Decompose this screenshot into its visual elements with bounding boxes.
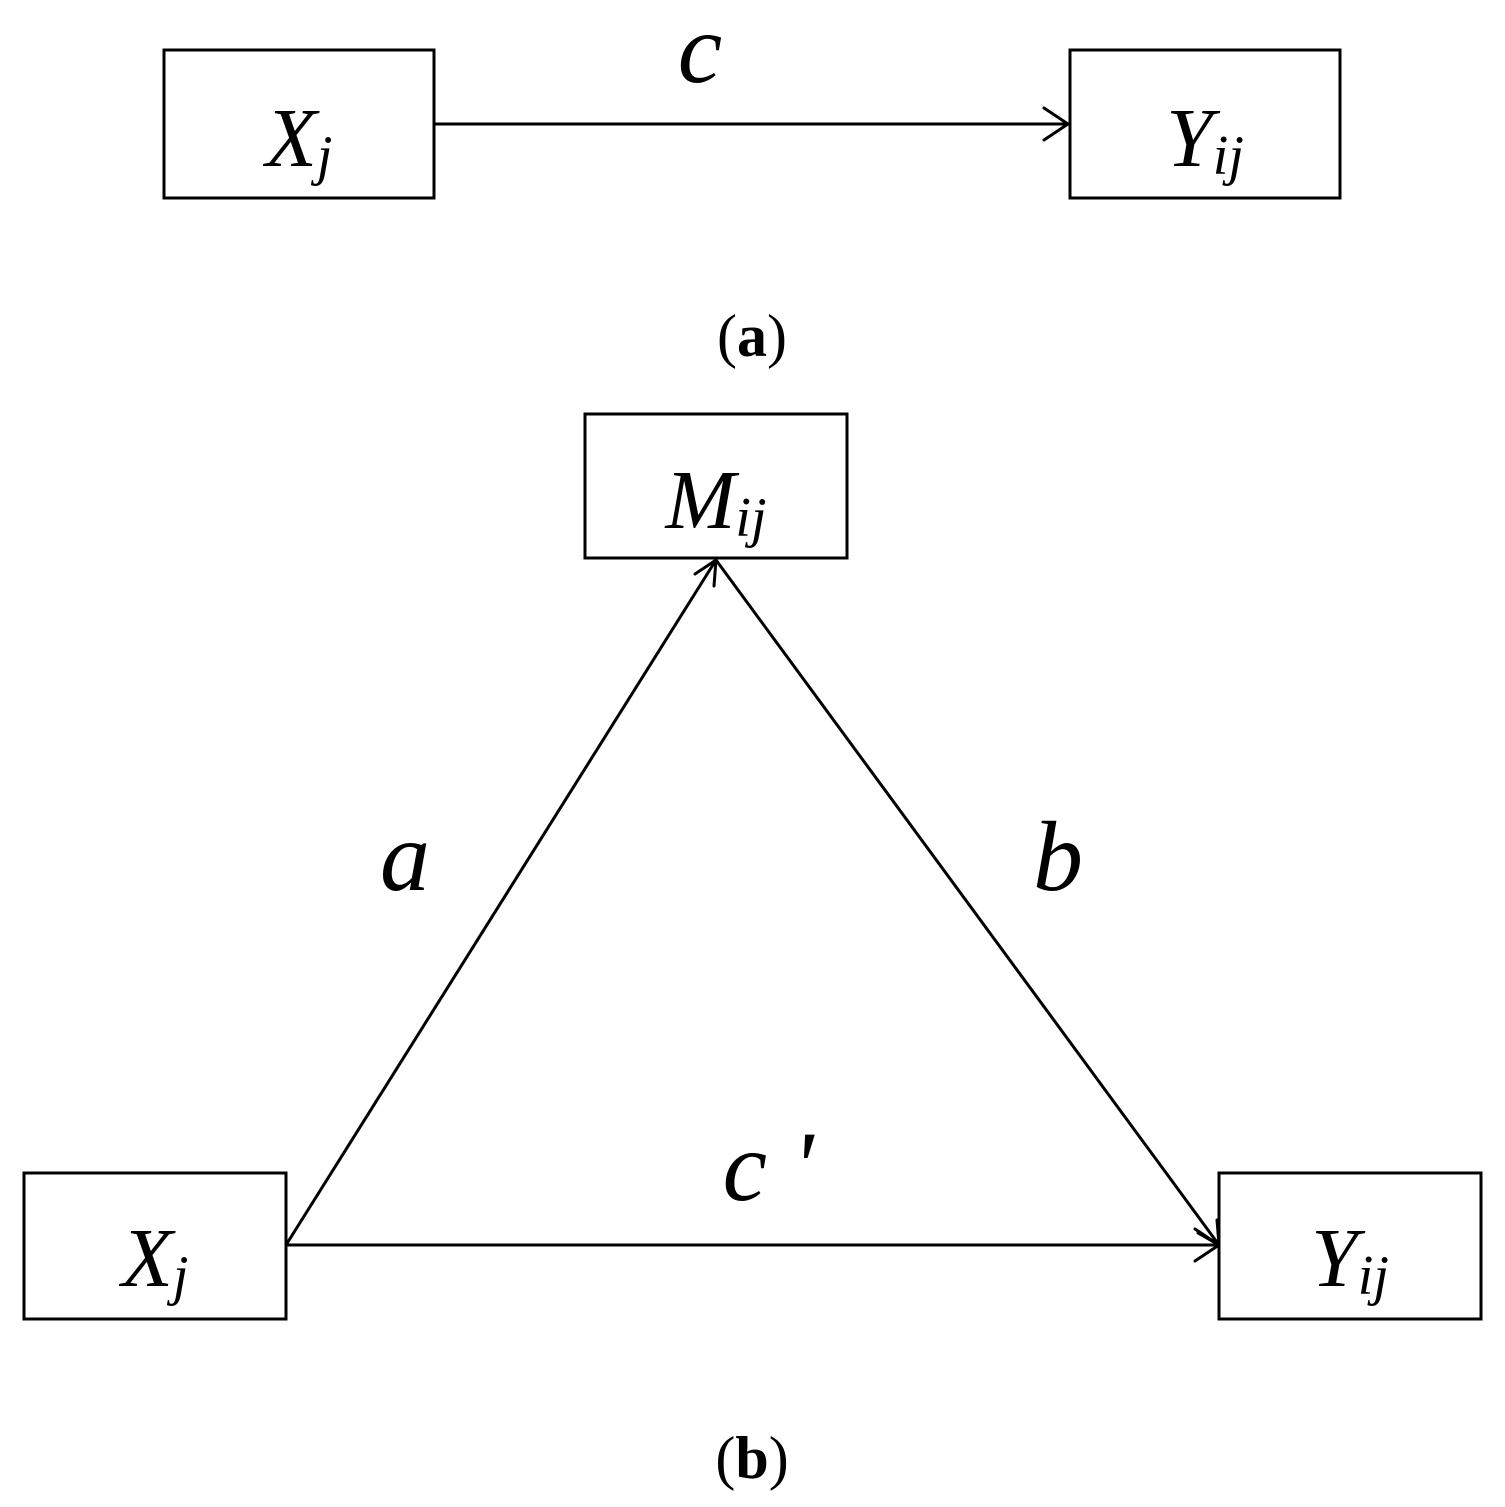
panel-b-caption-open: ( <box>715 1425 735 1491</box>
panel-a-caption-open: ( <box>717 303 737 369</box>
panel-b-edge-m-to-y-line <box>714 559 1221 1246</box>
panel-a-node-x-main: X <box>263 92 321 185</box>
panel-b-edge-x-to-m-label: a <box>380 801 430 912</box>
panel-b-caption: (b) <box>715 1425 788 1491</box>
panel-a-edge-x-to-y-arrowhead <box>1042 106 1070 142</box>
panel-a-edge-x-to-y: c <box>434 0 1070 142</box>
panel-a: Xj Yij c (a) <box>162 0 1342 369</box>
panel-b-node-x: Xj <box>22 1171 288 1321</box>
panel-b-node-m: Mij <box>583 412 849 560</box>
panel-b-edge-m-to-y-label: b <box>1033 801 1083 912</box>
panel-b-node-m-main: M <box>664 454 739 547</box>
panel-b-node-y-box <box>1217 1171 1483 1321</box>
panel-a-caption-close: ) <box>767 303 787 369</box>
panel-b-edge-x-to-y-label: c ' <box>723 1111 815 1222</box>
panel-a-node-y-label: Yij <box>1166 92 1244 187</box>
panel-a-node-x-box <box>162 48 436 200</box>
panel-b-node-y: Yij <box>1217 1171 1483 1321</box>
panel-a-edge-x-to-y-label: c <box>678 0 722 104</box>
panel-a-node-y-main: Y <box>1166 92 1221 185</box>
panel-b-edge-x-to-y: c ' <box>286 1111 1221 1263</box>
panel-b-edge-x-to-m: a <box>284 558 718 1246</box>
panel-b-node-y-sub: ij <box>1358 1245 1389 1307</box>
panel-b-node-x-box <box>22 1171 288 1321</box>
panel-a-caption-letter: a <box>737 303 767 369</box>
panel-b-edge-x-to-m-line <box>284 559 718 1246</box>
panel-a-node-x-label: Xj <box>263 92 333 187</box>
panel-b-node-m-box <box>583 412 849 560</box>
panel-b-node-y-main: Y <box>1311 1212 1366 1305</box>
panel-b: Mij Xj Yij a b <box>22 412 1483 1491</box>
panel-b-node-x-sub: j <box>167 1245 189 1307</box>
panel-b-edge-x-to-y-arrowhead <box>1193 1227 1221 1263</box>
panel-b-caption-close: ) <box>769 1425 789 1491</box>
panel-a-node-x: Xj <box>162 48 436 200</box>
panel-a-node-x-sub: j <box>311 125 333 187</box>
panel-a-node-y-box <box>1068 48 1342 200</box>
panel-b-node-y-label: Yij <box>1311 1212 1389 1307</box>
panel-b-edge-x-to-m-arrowhead <box>693 558 718 588</box>
panel-b-node-m-label: Mij <box>664 454 766 549</box>
panel-b-node-x-main: X <box>119 1212 177 1305</box>
panel-b-caption-letter: b <box>735 1425 768 1491</box>
panel-b-node-m-sub: ij <box>735 487 766 549</box>
panel-a-caption: (a) <box>717 303 787 369</box>
panel-b-edge-m-to-y: b <box>714 559 1221 1247</box>
panel-b-node-x-label: Xj <box>119 1212 189 1307</box>
panel-a-node-y: Yij <box>1068 48 1342 200</box>
panel-a-node-y-sub: ij <box>1213 125 1244 187</box>
